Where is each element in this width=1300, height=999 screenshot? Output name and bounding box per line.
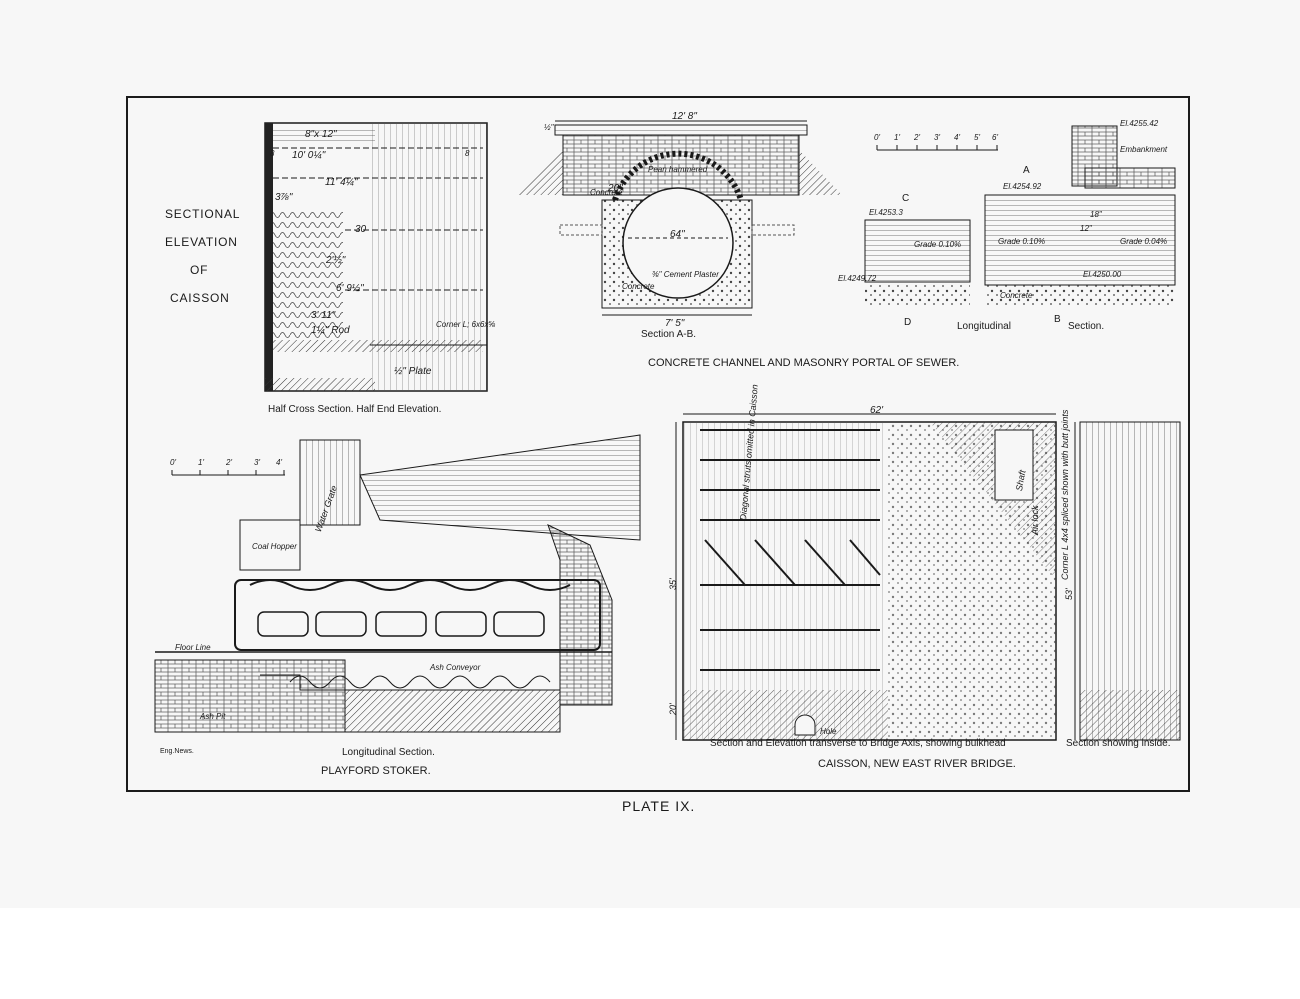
- caisson-dim-6-9: 6' 9½": [336, 283, 364, 294]
- sewer-dim-top: 12' 8": [672, 111, 697, 122]
- el-4254: El.4254.92: [1003, 182, 1042, 191]
- sewer-dim-64: 64": [670, 229, 685, 240]
- caisson-title-line-4: CAISSON: [170, 291, 230, 305]
- sewer-portal-drawing: [518, 120, 842, 316]
- caisson-dim-width-1: 10' 0¼": [292, 150, 326, 161]
- playford-stoker-drawing: [154, 434, 641, 733]
- er-caption: CAISSON, NEW EAST RIVER BRIDGE.: [818, 758, 1016, 770]
- footer-strip: [0, 908, 1300, 999]
- dim-18: 18": [1090, 210, 1102, 219]
- el-4253: El.4253.3: [869, 208, 903, 217]
- caisson-corner-label: Corner L; 6x6x⅝: [436, 320, 496, 329]
- point-b: B: [1054, 314, 1061, 325]
- caisson-dim-8-right: 8: [465, 149, 470, 158]
- sewer-section-label: Section A-B.: [641, 329, 697, 340]
- plate-title: PLATE IX.: [622, 798, 696, 814]
- sewer-caption: CONCRETE CHANNEL AND MASONRY PORTAL OF S…: [648, 357, 960, 369]
- er-note-hole: Hole: [820, 727, 837, 736]
- stoker-caption: PLAYFORD STOKER.: [321, 765, 431, 777]
- caisson-caption: Half Cross Section. Half End Elevation.: [268, 404, 442, 415]
- er-note-airlock: Air lock: [1030, 505, 1040, 535]
- ash-pit-label: Ash Pit: [200, 712, 226, 721]
- floor-line-label: Floor Line: [175, 643, 211, 652]
- sewer-scale-ticks: [876, 145, 998, 150]
- grade-left: Grade 0.10%: [914, 240, 962, 249]
- el-4249: El.4249.72: [838, 274, 877, 283]
- stoker-sub-caption: Longitudinal Section.: [342, 747, 435, 758]
- ash-conveyor-label: Ash Conveyor: [430, 663, 481, 672]
- caisson-dim-3-11: 3' 11": [311, 310, 336, 321]
- stoker-scale-3: 3': [254, 458, 260, 467]
- caisson-title-line-1: SECTIONAL: [165, 207, 241, 221]
- concrete-long-label: Concrete: [1000, 291, 1033, 300]
- point-d: D: [904, 317, 912, 328]
- caisson-title-line-2: ELEVATION: [165, 235, 238, 249]
- grade-mid: Grade 0.10%: [998, 237, 1046, 246]
- sewer-dim-20: 20": [608, 183, 623, 194]
- sewer-scale-3: 3': [934, 133, 940, 142]
- er-right-caption: Section showing inside.: [1066, 738, 1171, 749]
- er-note-corner: Corner L 4x4 spliced shown with butt joi…: [1060, 409, 1070, 580]
- plate-frame: [126, 96, 1190, 792]
- embankment-label: Embankment: [1120, 145, 1168, 154]
- stoker-scale-2: 2': [226, 458, 232, 467]
- sewer-scale-4: 4': [954, 133, 960, 142]
- caisson-title-line-3: OF: [190, 263, 209, 277]
- sewer-dim-half: ½": [544, 123, 554, 132]
- caisson-plate-label: ½" Plate: [394, 366, 432, 377]
- caisson-dim-2-half: 2'½": [326, 255, 346, 266]
- sewer-scale-6: 6': [992, 133, 998, 142]
- sewer-note-pean: Pean hammered: [648, 165, 708, 174]
- caisson-dim-width-2: 11' 4¼": [325, 177, 358, 188]
- point-c: C: [902, 193, 910, 204]
- stoker-scale-1: 1': [198, 458, 204, 467]
- el-4250: El.4250.00: [1083, 270, 1122, 279]
- caisson-elevation-drawing: [264, 122, 488, 392]
- er-dim-62: 62': [870, 405, 884, 416]
- eng-news-credit: Eng.News.: [160, 748, 194, 755]
- stoker-scale-ticks: [171, 470, 285, 475]
- caisson-rod-label: 1¼" Rod: [311, 325, 350, 336]
- east-river-caisson-drawing: [675, 413, 1181, 741]
- longitudinal-label: Longitudinal: [957, 321, 1011, 332]
- er-dim-35: 35': [668, 578, 678, 590]
- sewer-note-plaster: ⅜" Cement Plaster: [652, 270, 719, 279]
- sewer-note-concrete-top: Concrete: [590, 188, 623, 197]
- caisson-dim-beam: 8"x 12": [305, 129, 337, 140]
- sewer-scale-1: 1': [894, 133, 900, 142]
- stoker-scale-0: 0': [170, 458, 176, 467]
- grade-right: Grade 0.04%: [1120, 237, 1168, 246]
- dim-12: 12": [1080, 224, 1092, 233]
- sewer-longitudinal-drawing: [864, 125, 1176, 305]
- sewer-dim-7-5: 7' 5": [665, 318, 685, 329]
- stoker-scale-4: 4': [276, 458, 282, 467]
- er-left-caption: Section and Elevation transverse to Brid…: [710, 738, 1006, 749]
- caisson-dim-8-left: 8: [270, 149, 275, 158]
- caisson-dim-3-78: 3⅞": [275, 192, 293, 203]
- el-4255: El.4255.42: [1120, 119, 1159, 128]
- sewer-scale-5: 5': [974, 133, 980, 142]
- section-label: Section.: [1068, 321, 1105, 332]
- er-dim-20: 20': [668, 703, 678, 715]
- sewer-scale-2: 2': [914, 133, 920, 142]
- caisson-dim-30: 30: [355, 224, 367, 235]
- er-dim-53: 53': [1064, 588, 1074, 600]
- coal-hopper-label: Coal Hopper: [252, 542, 297, 551]
- sewer-scale-0: 0': [874, 133, 880, 142]
- sewer-note-concrete-bottom: Concrete: [622, 282, 655, 291]
- point-a: A: [1023, 165, 1030, 176]
